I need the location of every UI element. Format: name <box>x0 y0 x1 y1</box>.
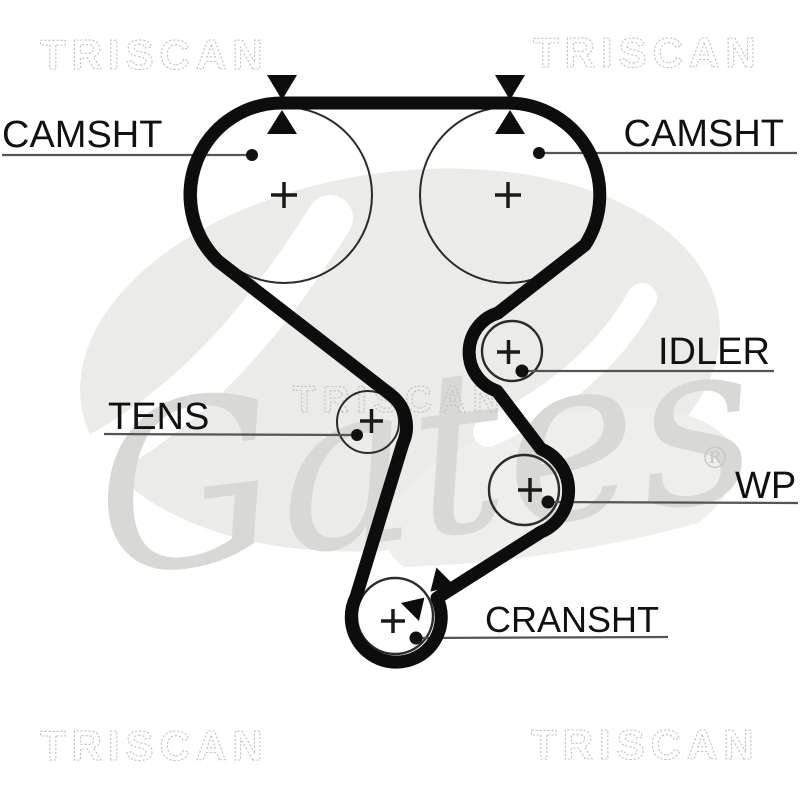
label-water-pump: WP <box>735 465 796 507</box>
direction-marker-crankshaft-icon <box>400 567 455 622</box>
center-marks <box>271 182 542 633</box>
label-crankshaft: CRANSHT <box>485 599 659 640</box>
watermark-bottom-right: TRISCAN <box>531 721 760 768</box>
direction-marker-right-icon <box>495 75 525 134</box>
crankshaft-center-cross <box>381 609 405 633</box>
label-camshaft-right: CAMSHT <box>624 113 784 155</box>
label-tensioner: TENS <box>108 396 209 438</box>
water-pump-leader-line <box>547 500 799 505</box>
watermark-bottom-left: TRISCAN <box>40 722 269 769</box>
crankshaft-leader-line <box>415 635 669 640</box>
belt-direction-markers <box>267 75 525 622</box>
swoosh-white-carve-3 <box>103 523 717 602</box>
water-pump-pulley <box>487 453 561 527</box>
tensioner-pulley <box>336 390 400 454</box>
camshaft-right-center-cross <box>495 182 521 208</box>
water-pump-dot <box>541 495 555 509</box>
leader-dots <box>246 147 555 645</box>
tensioner-leader-line <box>103 432 358 437</box>
leader-lines <box>2 151 799 640</box>
camshaft-right-dot <box>533 147 545 159</box>
crankshaft-dot <box>409 631 423 645</box>
component-labels: CAMSHT CAMSHT IDLER TENS WP CRANSHT <box>2 113 796 640</box>
registered-trademark-icon: ® <box>700 441 730 476</box>
tensioner-center-cross <box>360 409 383 433</box>
timing-belt <box>183 96 607 669</box>
watermark-top-right: TRISCAN <box>533 29 762 76</box>
label-idler: IDLER <box>658 331 770 373</box>
watermark-top-left: TRISCAN <box>40 31 269 78</box>
triscan-watermarks: TRISCAN TRISCAN TRISCAN TRISCAN TRISCAN <box>39 28 762 769</box>
camshaft-left-dot <box>246 149 258 161</box>
idler-dot <box>515 364 529 378</box>
idler-pulley <box>480 319 544 383</box>
camshaft-left-center-cross <box>271 182 297 208</box>
direction-marker-left-icon <box>267 75 297 134</box>
idler-center-cross <box>497 340 520 364</box>
swoosh-white-carve-1 <box>47 195 353 493</box>
tensioner-dot <box>351 429 363 441</box>
water-pump-center-cross <box>518 478 542 502</box>
label-camshaft-left: CAMSHT <box>2 114 162 156</box>
